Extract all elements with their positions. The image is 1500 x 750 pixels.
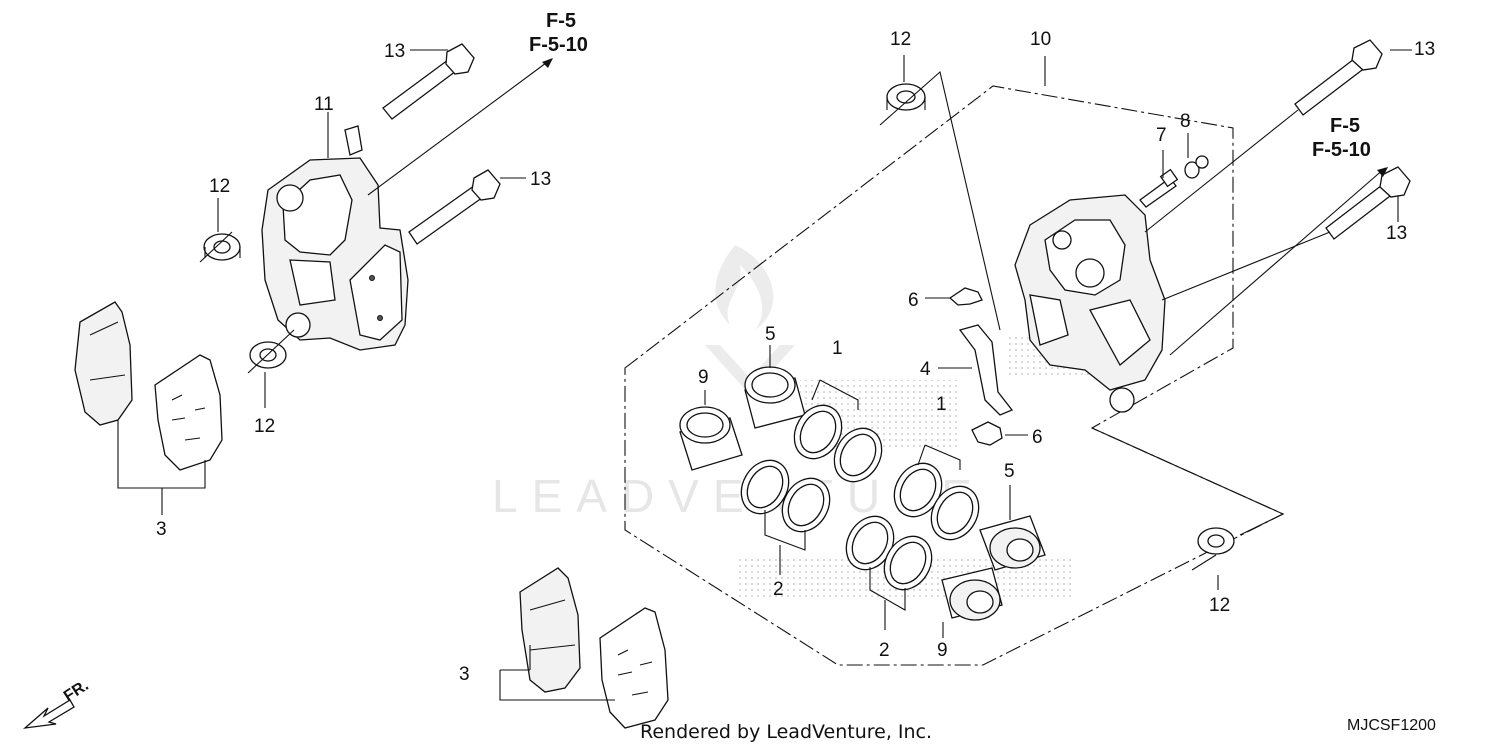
callout-1: 1 — [936, 394, 947, 415]
callout-7: 7 — [1156, 125, 1167, 146]
callout-2: 2 — [879, 640, 890, 661]
bracket-3-left — [117, 420, 206, 515]
bushing-right-upper — [886, 83, 926, 111]
credit-text: Rendered by LeadVenture, Inc. — [640, 721, 932, 743]
callout-5: 5 — [1004, 461, 1015, 482]
left-caliper — [261, 125, 409, 351]
callout-11: 11 — [314, 94, 334, 115]
bolt-right-upper — [1294, 39, 1383, 116]
callout-12: 12 — [1209, 595, 1230, 616]
ref-label[interactable]: F-5 — [1330, 115, 1360, 137]
front-direction-marker: FR. — [22, 677, 92, 729]
callout-5: 5 — [765, 324, 776, 345]
piston-right-front — [941, 567, 1003, 621]
ref-label[interactable]: F-5 — [546, 10, 576, 32]
bracket-1-right — [917, 444, 961, 470]
bleeder-valve — [1139, 168, 1179, 208]
bolt-left-lower — [408, 169, 501, 245]
pad-spring — [958, 324, 1014, 416]
callout-4: 4 — [920, 359, 931, 380]
piston-left-rear — [744, 366, 806, 429]
bolt-left-upper — [382, 43, 475, 120]
bracket-3-bottom — [499, 645, 615, 701]
arrow-head — [1377, 167, 1388, 177]
bracket-1-left — [811, 379, 859, 410]
leader — [1091, 427, 1285, 536]
bleeder-cap — [1184, 155, 1209, 179]
callout-13: 13 — [530, 169, 551, 190]
watermark: LEADVENTURE — [492, 245, 986, 522]
callout-3: 3 — [156, 519, 167, 540]
callout-1: 1 — [832, 338, 843, 359]
bracket-2-left — [764, 510, 806, 575]
leader — [1191, 554, 1219, 590]
left-brake-pad-outer — [74, 301, 133, 426]
callout-13: 13 — [384, 41, 405, 62]
leader — [1161, 231, 1331, 301]
callout-9: 9 — [698, 367, 709, 388]
ref-label[interactable]: F-5-10 — [529, 34, 588, 56]
bolt-right-lower — [1325, 166, 1411, 240]
callout-12: 12 — [254, 416, 275, 437]
piston-seals — [740, 404, 980, 591]
ref-label[interactable]: F-5-10 — [1312, 139, 1371, 161]
leader — [367, 59, 551, 196]
bottom-brake-pad-inner — [599, 607, 669, 729]
callout-2: 2 — [773, 579, 784, 600]
pad-clip-lower — [971, 421, 1003, 446]
bushing-right-lower — [1197, 527, 1235, 555]
diagram-code: MJCSF1200 — [1347, 717, 1436, 734]
arrow-head — [542, 58, 553, 68]
left-brake-pad-inner — [154, 354, 223, 471]
callout-13: 13 — [1414, 39, 1435, 60]
leader — [704, 345, 1011, 638]
bushing-left-upper — [203, 233, 241, 261]
leader — [1144, 109, 1299, 233]
leader — [879, 70, 1001, 331]
callout-10: 10 — [1030, 29, 1051, 50]
front-label: FR. — [61, 677, 92, 705]
piston-left-front — [679, 406, 743, 471]
leader — [199, 231, 233, 263]
callout-6: 6 — [908, 290, 919, 311]
callout-13: 13 — [1386, 223, 1407, 244]
bottom-brake-pad-outer — [519, 567, 581, 693]
callout-12: 12 — [890, 29, 911, 50]
callout-3: 3 — [459, 664, 470, 685]
callout-6: 6 — [1032, 427, 1043, 448]
watermark-text: LEADVENTURE — [492, 470, 986, 522]
piston-right-rear — [979, 515, 1046, 571]
pad-clip-upper — [948, 287, 983, 306]
right-caliper — [1014, 194, 1166, 413]
leader — [1169, 167, 1386, 356]
callout-9: 9 — [937, 640, 948, 661]
bracket-2-right — [869, 567, 906, 630]
callout-8: 8 — [1180, 111, 1191, 132]
callout-12: 12 — [209, 176, 230, 197]
leader — [247, 329, 295, 374]
